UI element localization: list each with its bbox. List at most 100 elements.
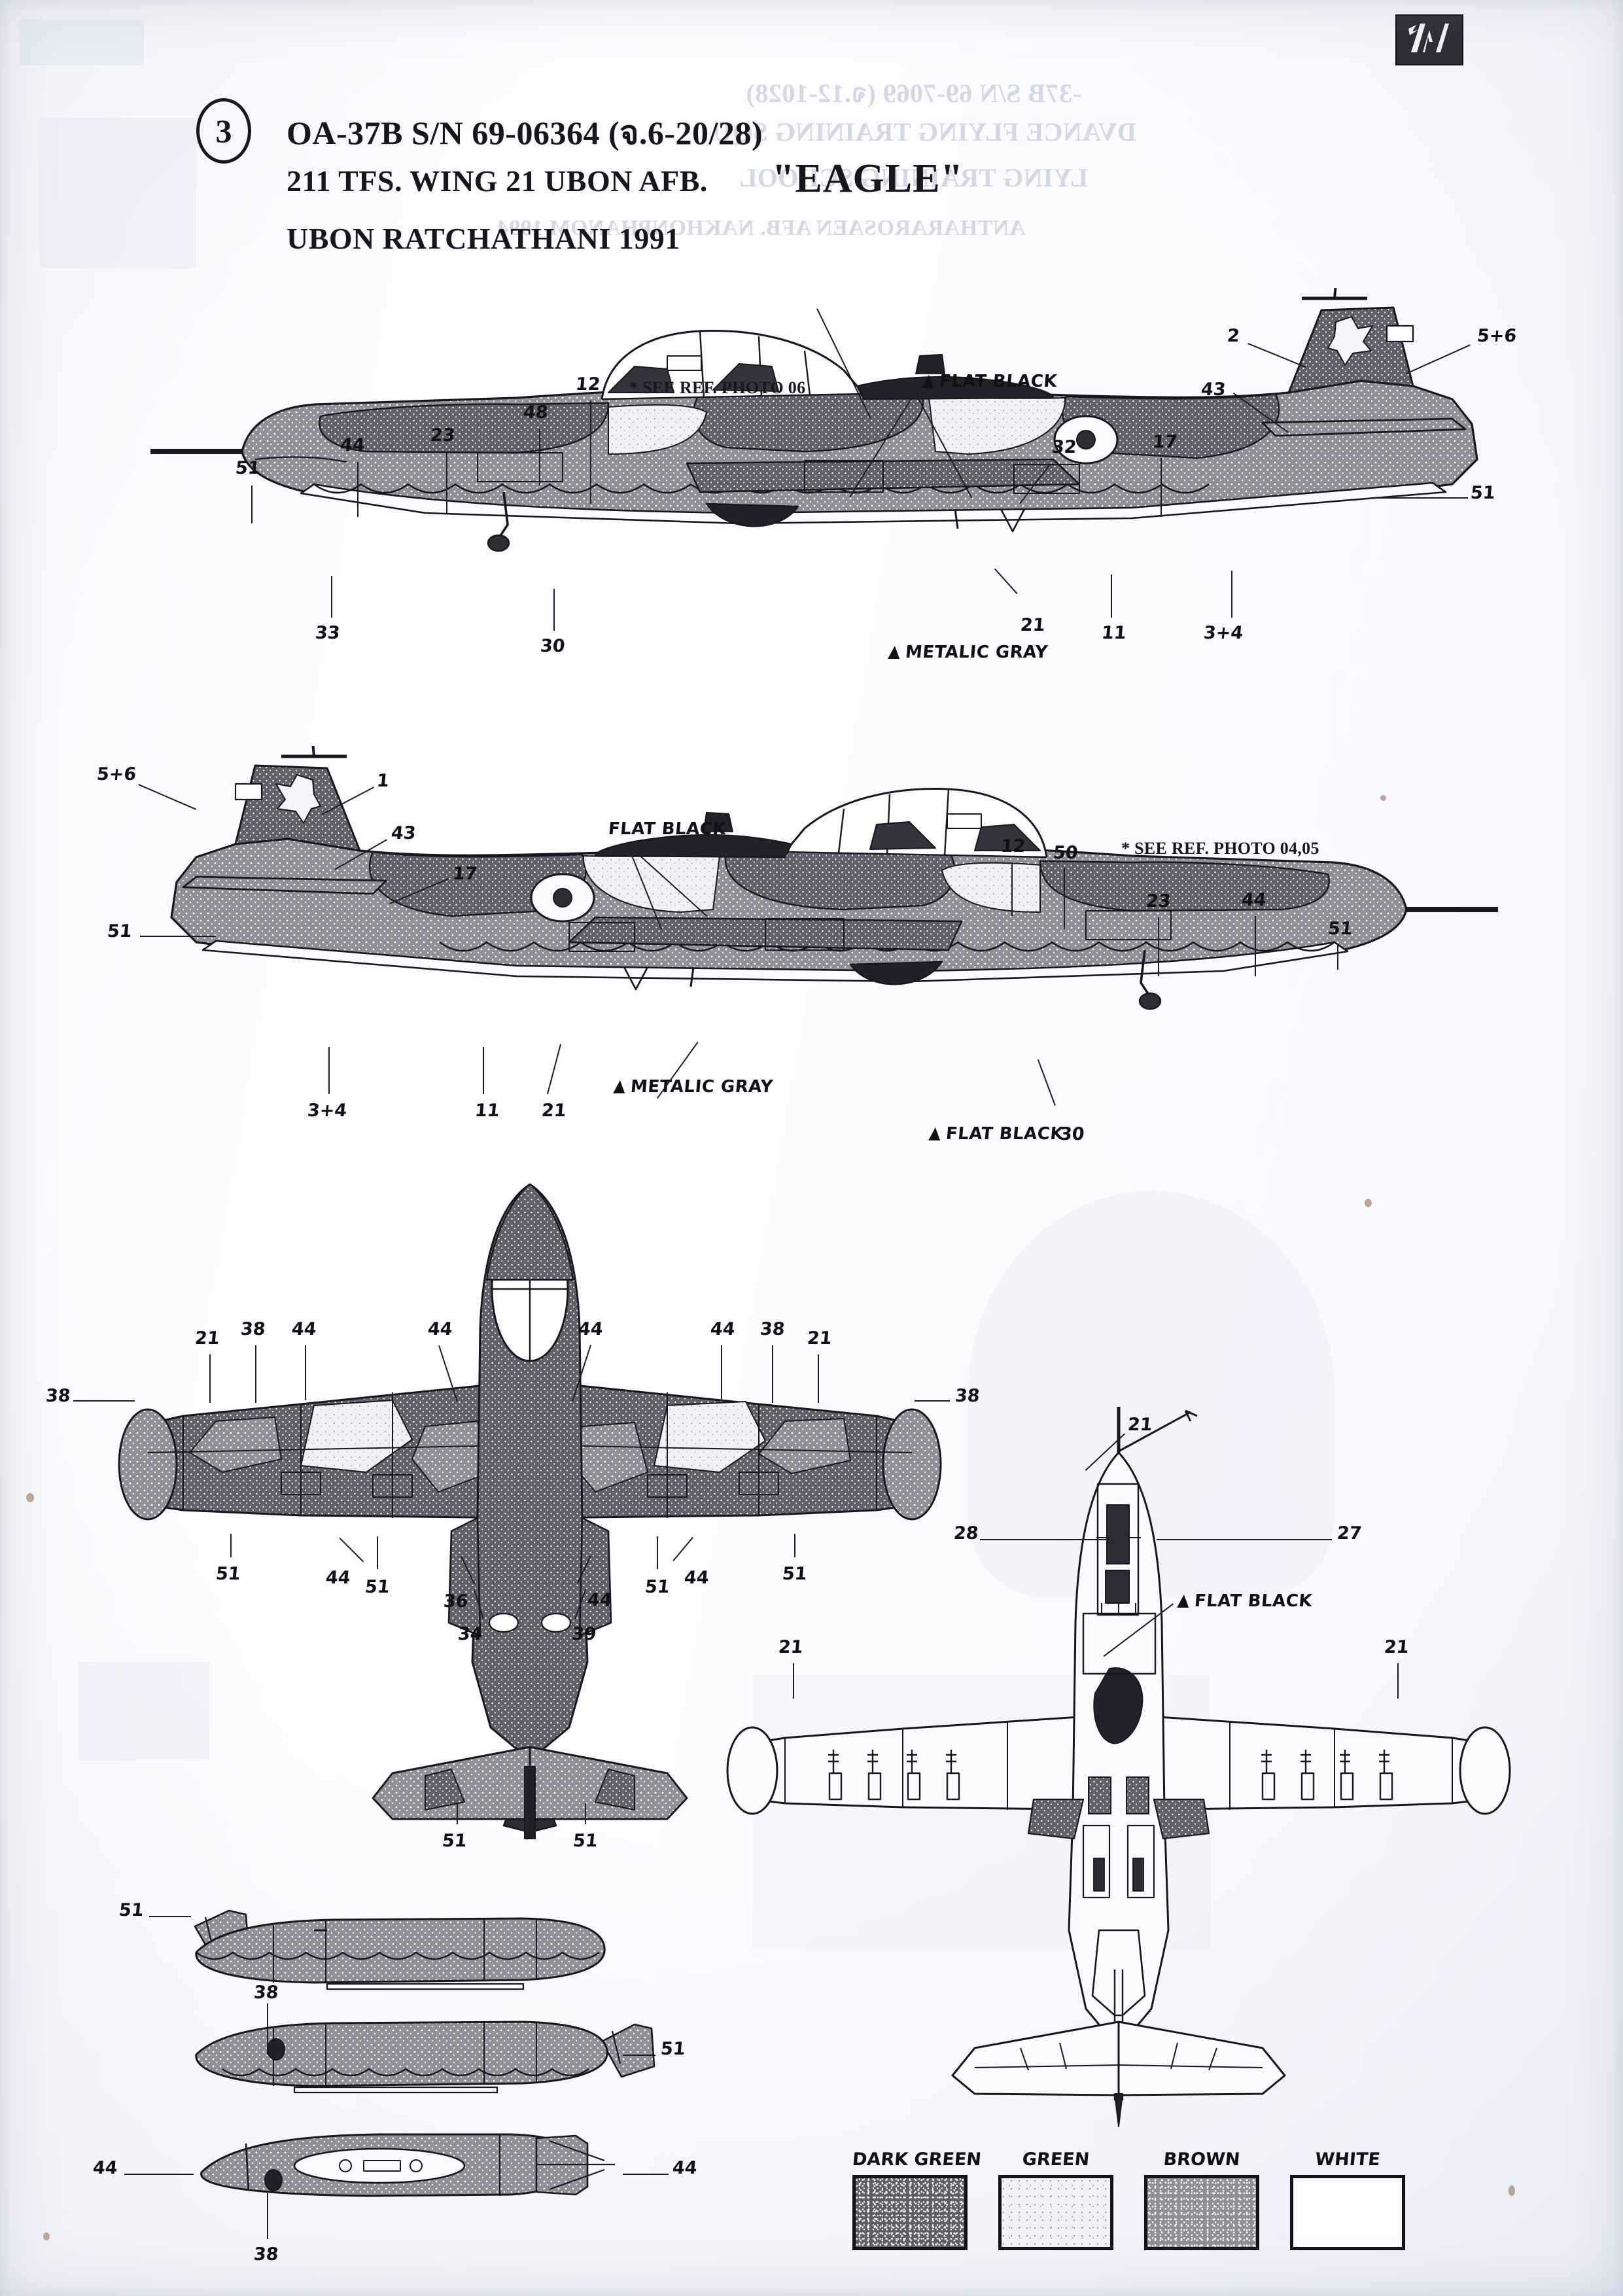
part-number-callout: 51 [659, 2039, 686, 2059]
part-number-callout: 44 [577, 1319, 604, 1339]
colour-swatch-chip [998, 2175, 1113, 2250]
camouflage-colour-key: DARK GREEN GREEN BROWN WHITE [852, 2149, 1405, 2250]
part-number-callout: 34 [457, 1624, 483, 1644]
part-number-callout: 44 [709, 1319, 736, 1339]
part-number-callout: 5+6 [1476, 326, 1518, 346]
plan-view-lower-artwork [693, 1407, 1544, 2192]
leader-line [377, 1536, 378, 1569]
part-number-callout: 17 [451, 864, 478, 884]
paint-colour-note: FLAT BLACK [608, 819, 727, 839]
part-number-callout: 3+4 [1202, 623, 1244, 643]
paint-colour-note: METALIC GRAY [888, 643, 1049, 662]
colour-swatch-chip [1290, 2175, 1405, 2250]
leader-line [446, 453, 447, 514]
part-number-callout: 12 [574, 374, 601, 395]
triangle-marker-icon [1177, 1595, 1190, 1608]
triangle-marker-icon [888, 646, 901, 659]
leader-line [230, 1534, 232, 1557]
colour-swatch-chip [1144, 2175, 1259, 2250]
part-number-callout: 44 [427, 1319, 453, 1339]
dust-speck [1365, 1199, 1372, 1207]
part-number-callout: 50 [1052, 843, 1079, 863]
colour-swatch-label: GREEN [1021, 2149, 1091, 2170]
part-number-callout: 21 [1019, 615, 1046, 635]
paint-colour-label: FLAT BLACK [945, 1124, 1065, 1144]
part-number-callout: 38 [253, 2244, 279, 2265]
colour-swatch-label: DARK GREEN [851, 2149, 983, 2170]
leader-line [539, 429, 540, 486]
part-number-callout: 11 [474, 1101, 500, 1121]
leader-line [267, 2193, 268, 2239]
paint-colour-label: METALIC GRAY [629, 1077, 774, 1097]
leader-line [149, 1916, 191, 1917]
leader-line [357, 462, 358, 517]
part-number-callout: 51 [441, 1831, 468, 1851]
leader-line [209, 1354, 211, 1403]
part-number-callout: 21 [777, 1637, 804, 1657]
leader-line [255, 1345, 256, 1403]
leader-line [980, 1539, 1112, 1540]
leader-line [331, 576, 332, 618]
colour-swatch-dark-green: DARK GREEN [851, 2149, 983, 2250]
part-number-callout: 44 [671, 2158, 698, 2178]
colour-swatch-brown: BROWN [1144, 2149, 1259, 2250]
publisher-logo [1395, 14, 1463, 65]
part-number-callout: 51 [1469, 483, 1496, 503]
part-number-callout: 30 [539, 636, 566, 656]
part-number-callout: 27 [1336, 1523, 1363, 1544]
colour-swatch-green: GREEN [998, 2149, 1113, 2250]
paint-colour-label: METALIC GRAY [904, 643, 1049, 662]
colour-swatch-chip [852, 2175, 968, 2250]
part-number-callout: 39 [570, 1624, 597, 1644]
colour-swatch-label: WHITE [1314, 2149, 1381, 2170]
part-number-callout: 51 [1327, 919, 1353, 939]
leader-line [915, 1400, 950, 1402]
part-number-callout: 17 [1151, 432, 1178, 452]
fuel-tank-artwork [118, 1884, 707, 2251]
part-number-callout: 51 [364, 1577, 391, 1597]
leader-line [1378, 497, 1468, 499]
part-number-callout: 44 [586, 1590, 613, 1610]
leader-line [1157, 1539, 1332, 1540]
leader-line [328, 1047, 330, 1094]
paint-colour-note: FLAT BLACK [922, 372, 1058, 391]
leader-line [305, 1345, 306, 1400]
part-number-callout: 36 [442, 1591, 469, 1612]
plan-view-upper-artwork [85, 1165, 975, 1871]
paint-colour-note: FLAT BLACK [1177, 1591, 1313, 1611]
leader-line [794, 1534, 795, 1557]
part-number-callout: 12 [1000, 836, 1026, 857]
part-number-callout: 1 [375, 771, 391, 791]
triangle-marker-icon [613, 1080, 626, 1093]
paint-colour-label: FLAT BLACK [938, 372, 1058, 391]
leader-line [140, 936, 216, 937]
part-number-callout: 44 [92, 2158, 118, 2178]
part-number-callout: 38 [253, 1983, 279, 2003]
leader-line [590, 400, 591, 504]
part-number-callout: 11 [1100, 623, 1127, 643]
leader-line [553, 589, 555, 631]
part-number-callout: 21 [806, 1328, 833, 1349]
showthrough-block [20, 20, 144, 65]
leader-line [1231, 571, 1232, 618]
part-number-callout: 44 [339, 435, 366, 455]
part-number-callout: 48 [522, 402, 549, 423]
side-profile-right-artwork [150, 288, 1498, 654]
reference-photo-note: * SEE REF. PHOTO 04,05 [1121, 839, 1319, 858]
part-number-callout: 38 [44, 1386, 71, 1406]
part-number-callout: 43 [1200, 380, 1227, 400]
leader-line [793, 1663, 794, 1699]
leader-line [1161, 458, 1162, 517]
part-number-callout: 38 [759, 1319, 786, 1339]
leader-line [73, 1400, 135, 1402]
leader-line [267, 2004, 268, 2055]
leader-line [1111, 574, 1112, 618]
part-number-callout: 38 [239, 1319, 266, 1339]
leader-line [1064, 868, 1065, 929]
leader-line [623, 2174, 669, 2175]
leader-line [483, 1047, 484, 1094]
unit-line: 211 TFS. WING 21 UBON AFB. [287, 164, 708, 198]
part-number-callout: 21 [1383, 1637, 1410, 1657]
leader-line [1158, 917, 1159, 976]
